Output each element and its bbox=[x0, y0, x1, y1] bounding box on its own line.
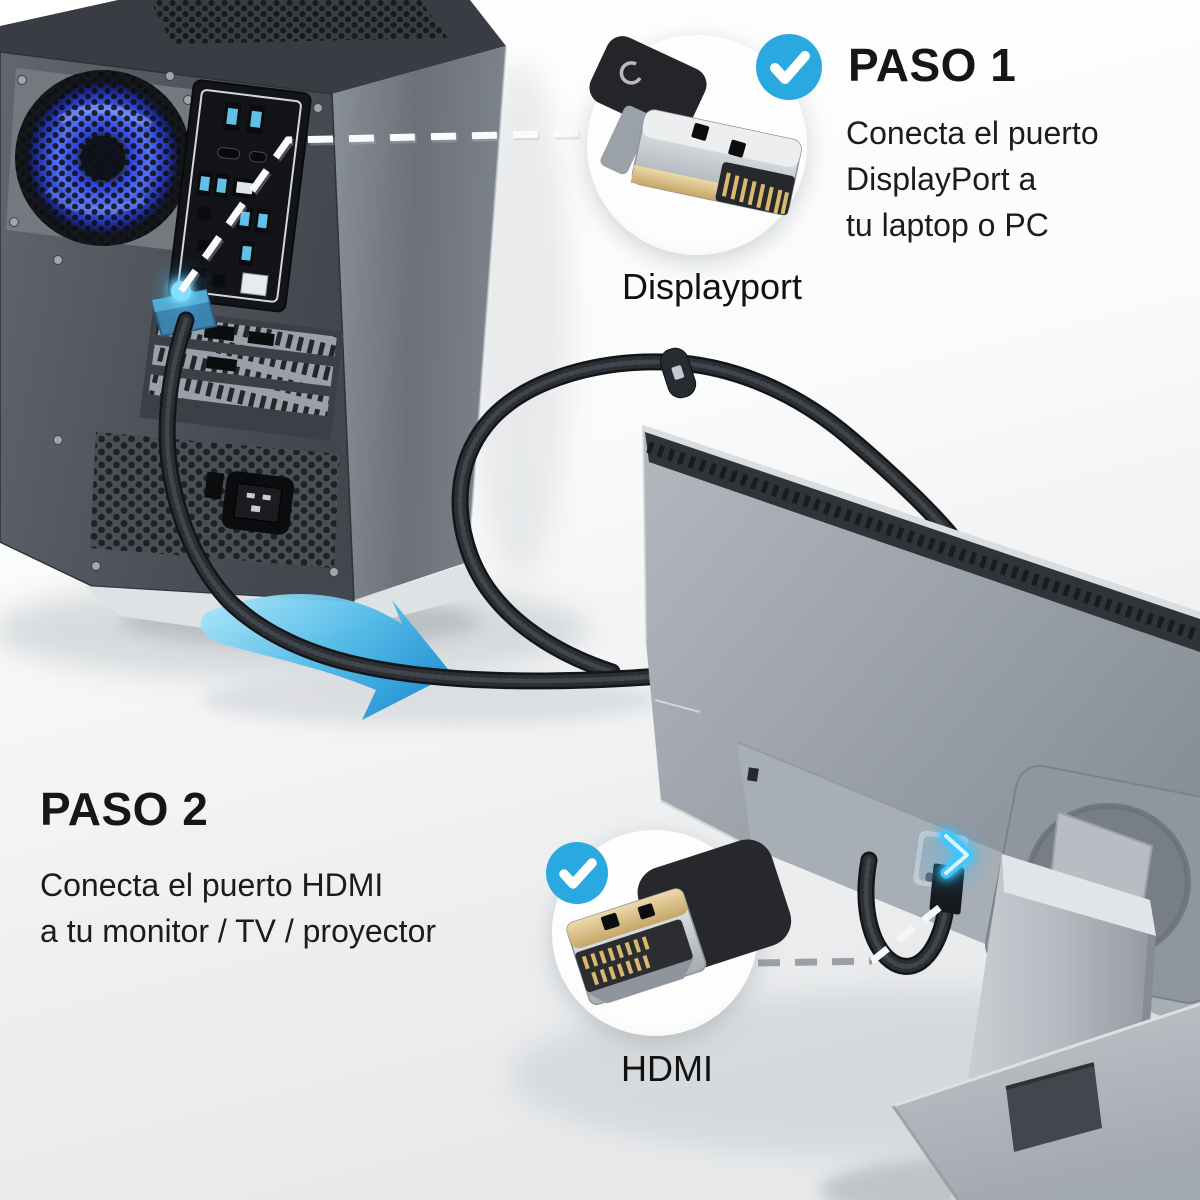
case-fan bbox=[6, 68, 198, 252]
paso-2-description-line-2: a tu monitor / TV / proyector bbox=[40, 913, 437, 949]
hdmi-label: HDMI bbox=[621, 1048, 713, 1089]
tower-top-vents bbox=[150, 0, 448, 44]
cable-monitor-loop bbox=[857, 851, 965, 975]
pc-tower bbox=[0, 0, 507, 642]
cable-floor-run bbox=[158, 311, 671, 690]
hdmi-connector-photo bbox=[566, 839, 792, 1006]
callout-line-displayport bbox=[178, 129, 590, 296]
chevron-right-glow-icon bbox=[916, 828, 984, 888]
paso-2-description-line-1: Conecta el puerto HDMI bbox=[40, 867, 384, 903]
hdmi-cable bbox=[158, 311, 959, 690]
cable-tie bbox=[659, 347, 697, 399]
screws bbox=[53, 71, 339, 577]
displayport-label: Displayport bbox=[621, 266, 803, 307]
callout-line-hdmi bbox=[757, 901, 947, 967]
check-circle-icon-paso-1 bbox=[756, 34, 822, 100]
paso-1-description: Conecta el puerto DisplayPort a tu lapto… bbox=[846, 110, 1099, 248]
paso-2-description: Conecta el puerto HDMI a tu monitor / TV… bbox=[40, 862, 436, 954]
paso-1-description-line-1: Conecta el puerto bbox=[846, 115, 1099, 151]
displayport-inset bbox=[587, 34, 822, 255]
paso-1-title: PASO 1 bbox=[848, 39, 1017, 91]
cable-tie-logo bbox=[671, 365, 685, 380]
psu-area bbox=[90, 432, 340, 568]
kensington-slot bbox=[747, 767, 759, 782]
paso-2-title: PASO 2 bbox=[40, 783, 209, 835]
monitor bbox=[642, 424, 1200, 1200]
cable-loop bbox=[451, 353, 959, 681]
paso-1-description-line-2: DisplayPort a bbox=[846, 161, 1037, 197]
usb-ports bbox=[186, 101, 272, 297]
check-circle-icon-paso-2 bbox=[546, 842, 608, 904]
displayport-connector-photo bbox=[589, 36, 802, 216]
stand-base bbox=[891, 1002, 1200, 1200]
base-cable-hole bbox=[1006, 1064, 1102, 1152]
paso-1-description-line-3: tu laptop o PC bbox=[846, 207, 1049, 243]
hdmi-inset bbox=[546, 830, 792, 1036]
